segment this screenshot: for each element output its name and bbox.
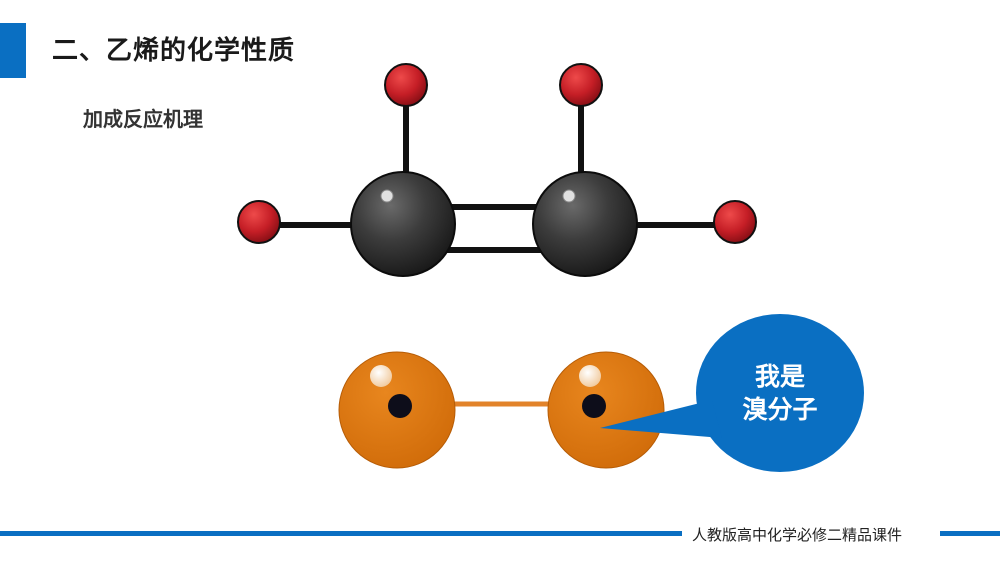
speech-bubble-text: 我是 溴分子 [700, 360, 860, 426]
hydrogen-atom-top-right [559, 63, 603, 107]
bromine-atom-left-shine [370, 365, 392, 387]
footer-line-right [940, 531, 1000, 536]
title-accent-bar [0, 23, 26, 78]
bromine-atom-right-nucleus [582, 394, 606, 418]
footer-text: 人教版高中化学必修二精品课件 [692, 526, 903, 544]
carbon-atoms [350, 171, 638, 277]
bromine-atom-right [547, 351, 665, 469]
speech-bubble-line-2: 溴分子 [742, 395, 818, 424]
hydrogen-atoms [237, 63, 757, 244]
bromine-atom-right-shine [579, 365, 601, 387]
speech-bubble [600, 314, 864, 472]
carbon-atom-right [532, 171, 638, 277]
hydrogen-atom-right [713, 200, 757, 244]
ethylene-bonds [270, 100, 720, 253]
bromine-atom-left-nucleus [388, 394, 412, 418]
bromine-molecule [338, 351, 665, 469]
section-subtitle: 加成反应机理 [83, 107, 203, 131]
carbon-atom-right-shine [562, 189, 576, 203]
carbon-atom-left [350, 171, 456, 277]
speech-bubble-tail [600, 400, 722, 438]
carbon-atom-left-shine [380, 189, 394, 203]
hydrogen-atom-top-left [384, 63, 428, 107]
speech-bubble-body [696, 314, 864, 472]
speech-bubble-line-1: 我是 [754, 362, 805, 391]
footer-line-left [0, 531, 682, 536]
slide-title: 二、乙烯的化学性质 [52, 36, 296, 66]
hydrogen-atom-left [237, 200, 281, 244]
